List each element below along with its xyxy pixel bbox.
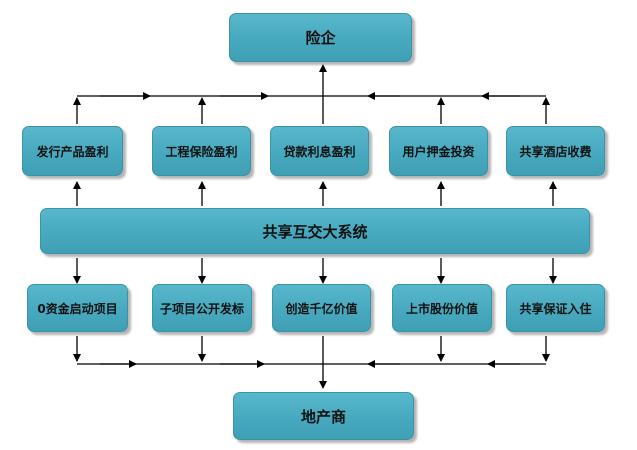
lower-node-2-label: 子项目公开发标: [159, 301, 244, 316]
upper-node-2: 工程保险盈利: [152, 126, 251, 176]
center-system-label: 共享互交大系统: [262, 222, 368, 241]
upper-node-3-label: 贷款利息盈利: [283, 144, 356, 159]
center-system-band: 共享互交大系统: [40, 208, 590, 254]
lower-node-2: 子项目公开发标: [152, 284, 252, 332]
lower-node-3: 创造千亿价值: [272, 284, 371, 332]
upper-node-4: 用户押金投资: [389, 126, 488, 176]
upper-node-3: 贷款利息盈利: [270, 126, 369, 176]
lower-node-4: 上市股份价值: [392, 284, 492, 332]
upper-node-4-label: 用户押金投资: [402, 144, 475, 159]
upper-node-5-label: 共享酒店收费: [519, 144, 592, 159]
upper-node-1-label: 发行产品盈利: [36, 144, 109, 159]
lower-node-5-label: 共享保证入住: [519, 301, 592, 316]
top-node-label: 险企: [305, 29, 336, 47]
lower-node-1: 0资金启动项目: [27, 284, 128, 332]
upper-node-2-label: 工程保险盈利: [165, 144, 238, 159]
top-node-insurer: 险企: [229, 13, 412, 62]
lower-node-4-label: 上市股份价值: [405, 301, 478, 316]
bottom-node-developer: 地产商: [233, 392, 414, 440]
upper-node-1: 发行产品盈利: [22, 126, 123, 176]
lower-node-1-label: 0资金启动项目: [37, 301, 118, 316]
lower-node-3-label: 创造千亿价值: [285, 301, 358, 316]
upper-node-5: 共享酒店收费: [506, 126, 605, 176]
lower-node-5: 共享保证入住: [506, 284, 605, 332]
bottom-node-label: 地产商: [300, 407, 346, 426]
